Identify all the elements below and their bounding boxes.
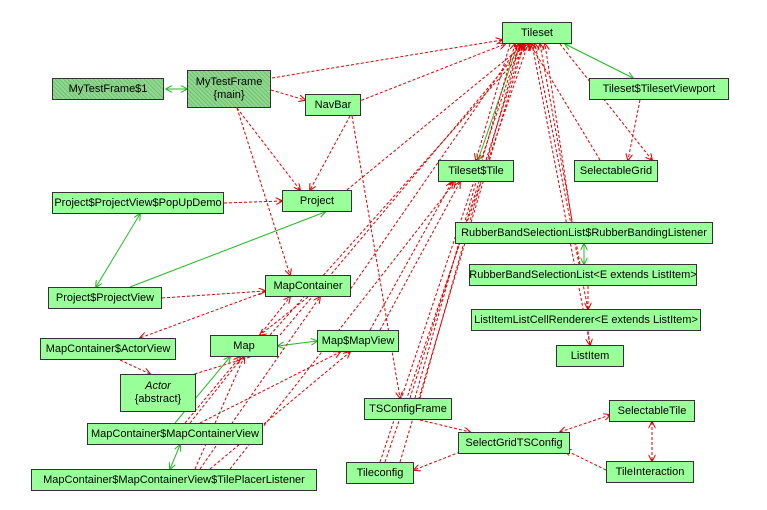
edge-11 [628, 99, 641, 160]
node-tileset-viewport[interactable]: Tileset$TilesetViewport [589, 78, 729, 100]
edge-12 [559, 43, 652, 160]
node-mytestframe1[interactable]: MyTestFrame$1 [52, 78, 164, 100]
edge-49 [560, 415, 610, 432]
node-tileconfig[interactable]: Tileconfig [346, 462, 414, 484]
edge-20 [588, 330, 590, 345]
edge-23 [129, 212, 325, 288]
node-tileset[interactable]: Tileset [502, 22, 572, 44]
edge-22 [96, 214, 140, 287]
node-tile-placer-listener[interactable]: MapContainer$MapContainerView$TilePlacer… [31, 469, 317, 491]
edge-36 [174, 357, 230, 424]
edge-0 [271, 40, 502, 79]
edge-42 [209, 352, 350, 470]
node-popup-demo[interactable]: Project$ProjectView$PopUpDemo [52, 192, 224, 214]
node-list-item[interactable]: ListItem [556, 345, 624, 367]
edge-55 [399, 44, 524, 463]
edge-1 [351, 44, 505, 105]
edge-53 [379, 44, 520, 463]
edge-35 [379, 182, 460, 331]
edge-29 [278, 341, 317, 346]
node-project-view[interactable]: Project$ProjectView [48, 287, 162, 309]
node-rubberband-list[interactable]: RubberBandSelectionList<E extends ListIt… [469, 264, 697, 286]
edge-21 [223, 201, 282, 203]
node-actor-view[interactable]: MapContainer$ActorView [40, 338, 176, 360]
edge-48 [419, 419, 470, 432]
edge-5 [310, 115, 351, 190]
edge-39 [189, 297, 290, 424]
edge-10 [476, 43, 511, 160]
node-tile-interaction[interactable]: TileInteraction [606, 461, 694, 483]
node-map[interactable]: Map [210, 335, 278, 357]
edge-13 [530, 44, 601, 161]
edge-9 [478, 43, 519, 160]
edge-17 [532, 44, 591, 346]
edge-51 [565, 450, 607, 471]
node-map-container[interactable]: MapContainer [265, 275, 351, 297]
edge-28 [260, 296, 309, 335]
edge-37 [184, 357, 240, 424]
node-selectable-grid[interactable]: SelectableGrid [574, 160, 658, 182]
edge-45 [419, 44, 520, 399]
edge-44 [229, 182, 455, 470]
edge-33 [279, 44, 525, 336]
edge-6 [351, 115, 400, 398]
node-map-view[interactable]: Map$MapView [317, 330, 399, 352]
edge-46 [409, 44, 523, 399]
edge-3 [236, 107, 290, 275]
edge-43 [194, 357, 244, 470]
node-ts-config-frame[interactable]: TSConfigFrame [364, 398, 452, 420]
node-rubberband-listener[interactable]: RubberBandSelectionList$RubberBandingLis… [455, 222, 713, 244]
edge-27 [140, 289, 271, 338]
edge-24 [161, 291, 265, 299]
edge-54 [384, 44, 528, 463]
edge-47 [414, 44, 515, 399]
edge-38 [199, 352, 340, 424]
edge-2 [236, 107, 300, 190]
edge-25 [344, 44, 520, 298]
edge-4 [270, 89, 305, 100]
node-project[interactable]: Project [282, 190, 352, 212]
node-select-grid-ts-config[interactable]: SelectGridTSConfig [458, 432, 570, 454]
edge-14 [545, 44, 573, 223]
node-renderer[interactable]: ListItemListCellRenderer<E extends ListI… [471, 309, 701, 331]
node-selectable-tile[interactable]: SelectableTile [609, 400, 695, 422]
edge-34 [369, 182, 452, 331]
edge-8 [565, 44, 633, 78]
node-container-view[interactable]: MapContainer$MapContainerView [87, 423, 263, 445]
node-tileset-tile[interactable]: Tileset$Tile [438, 160, 514, 182]
node-mytestframe[interactable]: MyTestFrame{main} [187, 70, 271, 108]
edge-30 [119, 359, 150, 374]
node-actor[interactable]: Actor{abstract} [120, 374, 196, 412]
edge-52 [414, 451, 461, 470]
edge-26 [319, 44, 525, 213]
node-navbar[interactable]: NavBar [305, 94, 361, 116]
edge-40 [170, 445, 180, 469]
